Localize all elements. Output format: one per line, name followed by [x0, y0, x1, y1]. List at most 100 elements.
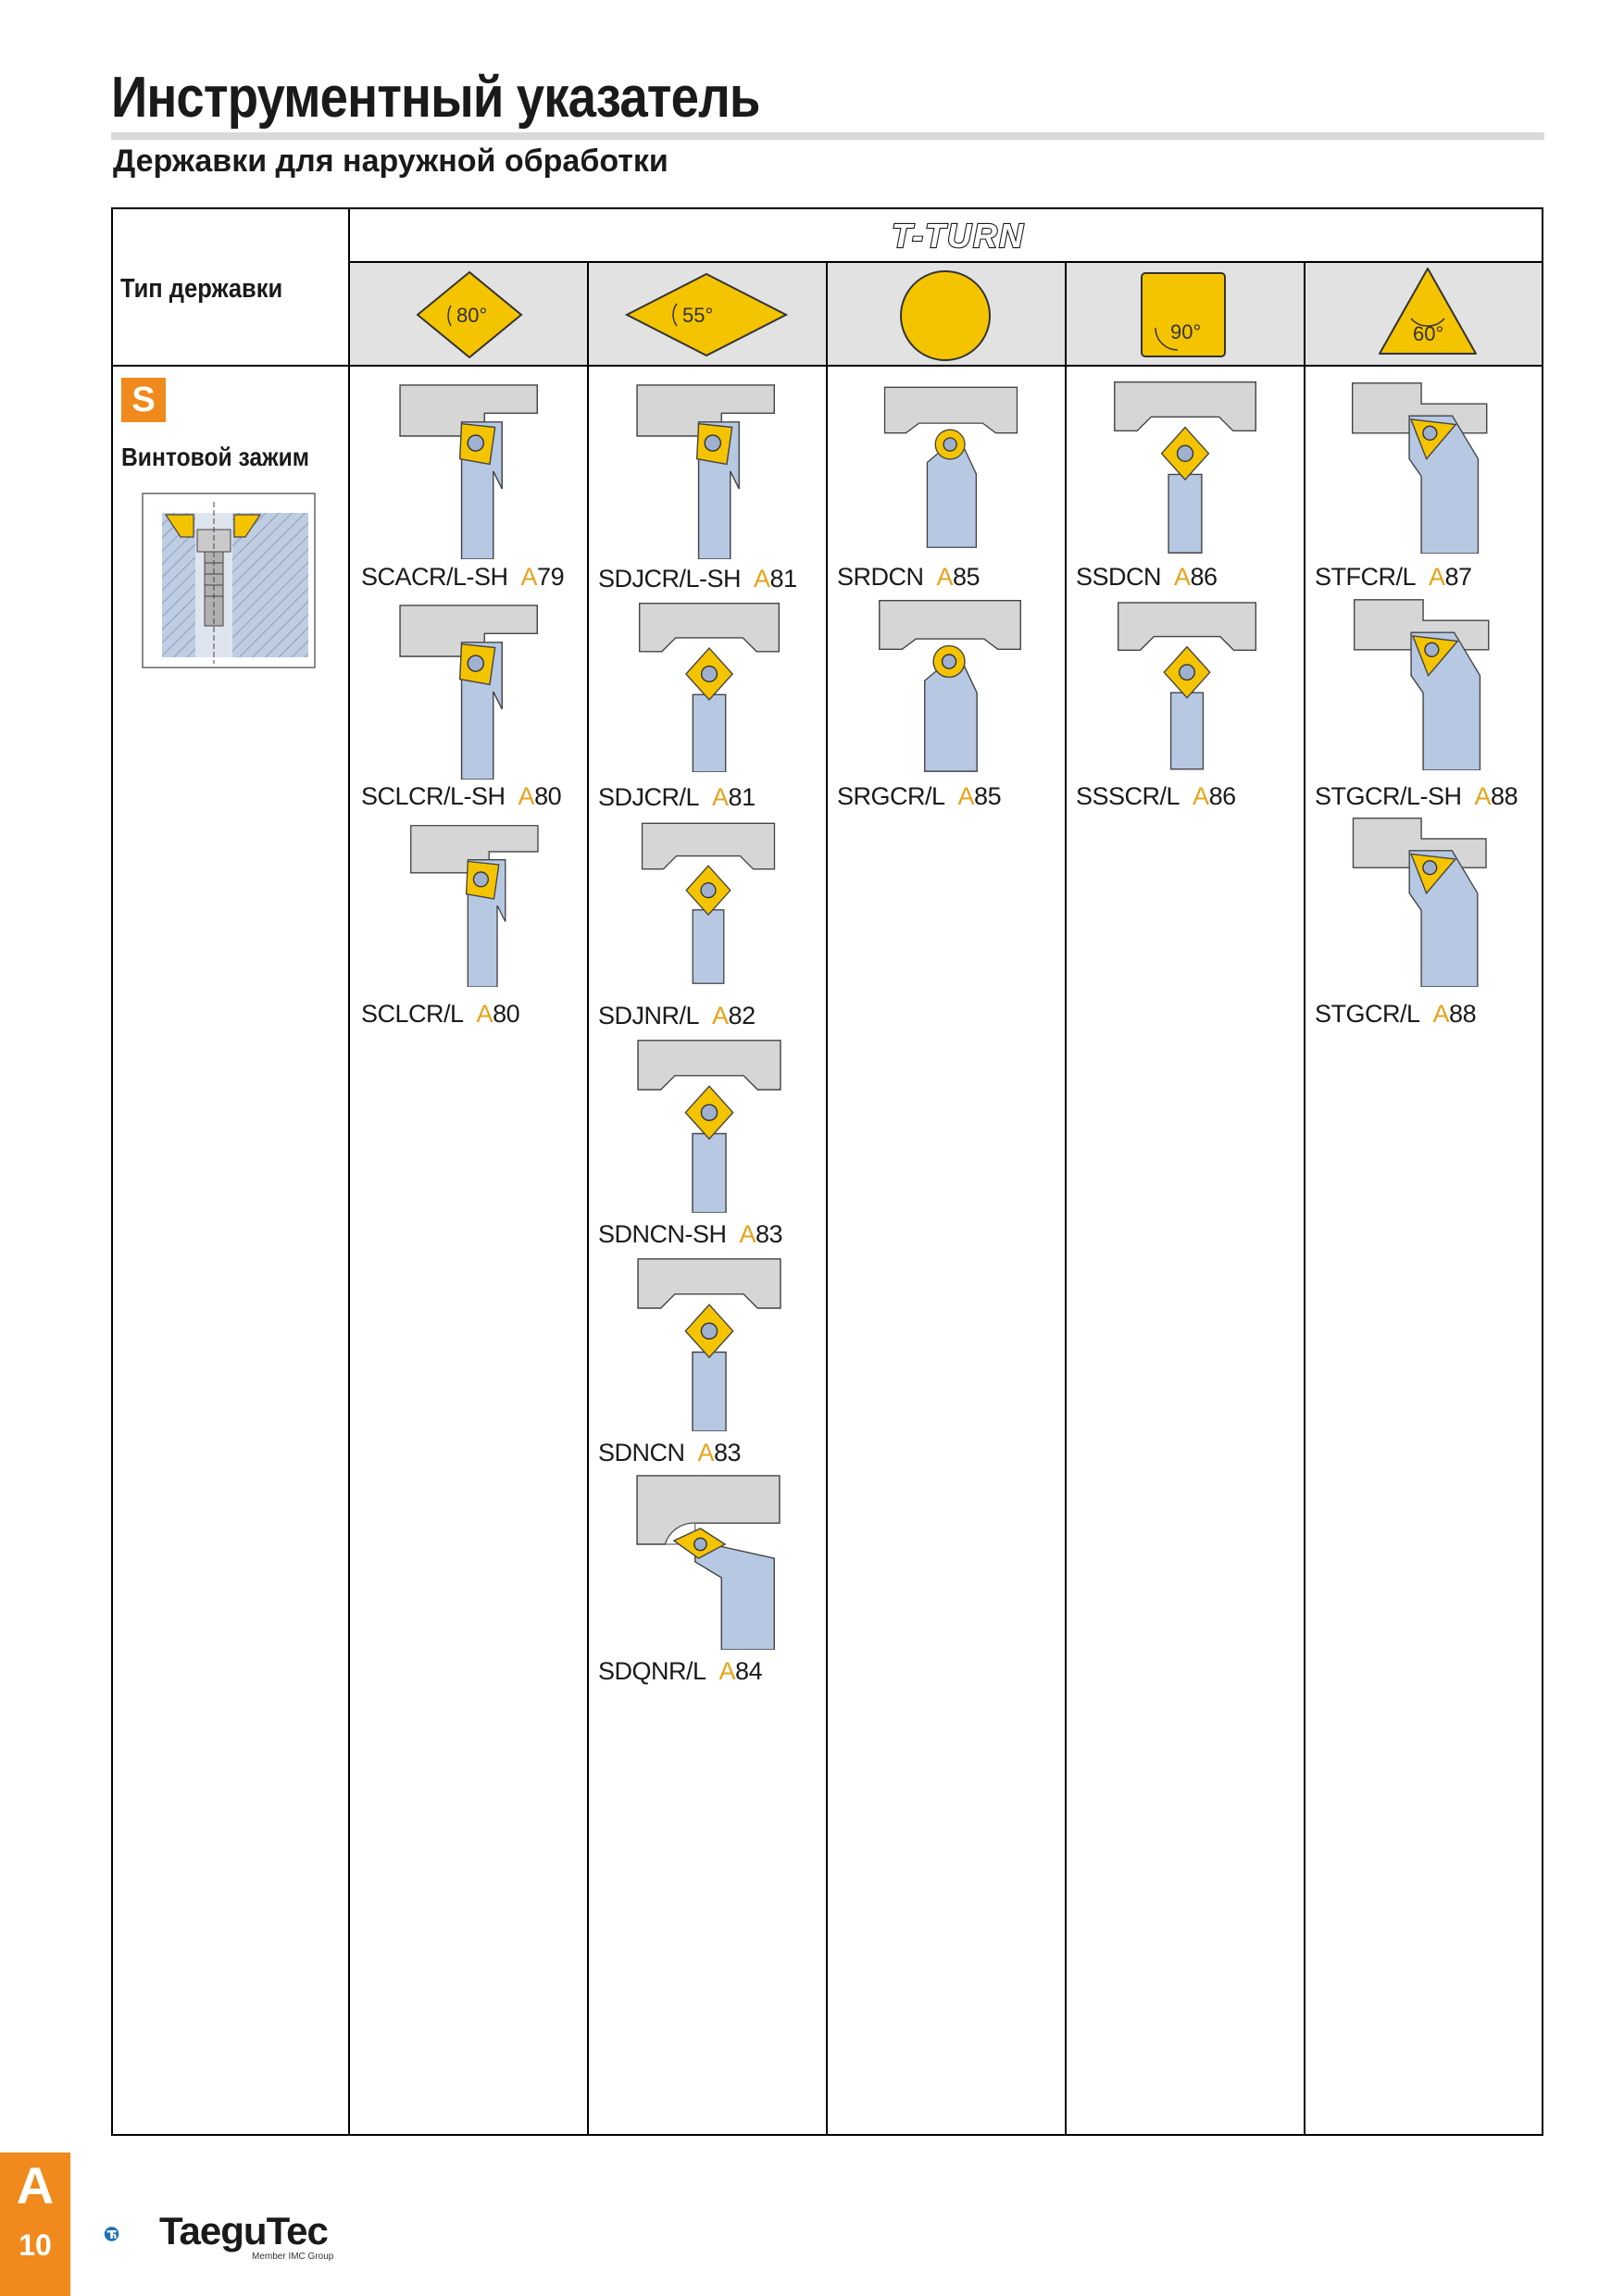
page-subtitle: Державки для наружной обработки — [113, 144, 668, 179]
col-divider-3 — [1065, 263, 1067, 2136]
tool-image-sdjcr — [635, 600, 783, 772]
tool-code-ssdcn[interactable]: SSDCN A86 — [1076, 563, 1218, 592]
page-ref-letter: A — [712, 1002, 729, 1029]
page-ref-letter: A — [520, 563, 538, 591]
page-ref-number: 88 — [1449, 1000, 1477, 1028]
clamp-label: Винтовой зажим — [121, 443, 309, 471]
angle-label: 60° — [1413, 322, 1443, 345]
tool-image-stfcr — [1348, 381, 1496, 554]
row-divider-brand — [348, 261, 1543, 263]
brand-text: T-TURN — [892, 217, 1025, 255]
tool-image-stgcr-sh — [1343, 598, 1505, 770]
t-turn-logo: T-TURN — [891, 216, 1025, 256]
page-ref-number: 86 — [1190, 563, 1218, 591]
tool-image-srdcn — [881, 378, 1020, 554]
code-text: STFCR/L — [1315, 563, 1417, 591]
page-title: Инструментный указатель — [111, 66, 760, 130]
page-ref-number: 82 — [728, 1002, 756, 1029]
page-ref-letter: A — [739, 1220, 756, 1248]
page-ref-letter: A — [518, 782, 535, 810]
page-ref-number: 79 — [537, 563, 565, 591]
tool-code-sdncn[interactable]: SDNCN A83 — [598, 1439, 742, 1467]
tool-image-stgcr — [1348, 817, 1496, 987]
screw-clamp-diagram — [142, 493, 316, 668]
holder-type-label: Тип державки — [120, 274, 283, 304]
page-ref-letter: A — [1193, 782, 1209, 810]
page-ref-letter: A — [697, 1439, 715, 1466]
code-text: SDNCN — [598, 1439, 685, 1466]
code-text: SDJCR/L-SH — [598, 565, 742, 593]
code-text: SDJCR/L — [598, 783, 700, 811]
tool-image-scacr — [393, 383, 550, 559]
page-ref-number: 84 — [735, 1657, 763, 1685]
section-letter: A — [16, 2156, 55, 2215]
col-divider-2 — [826, 263, 828, 2136]
page-ref-number: 83 — [756, 1220, 783, 1248]
insert-shape-square-90: 90° — [1141, 272, 1226, 357]
tool-image-sdncn — [628, 1255, 791, 1431]
page-ref-number: 80 — [534, 782, 562, 810]
code-text: SDJNR/L — [598, 1002, 700, 1029]
brand-header-band — [350, 209, 1542, 262]
code-text: SDQNR/L — [598, 1657, 706, 1685]
page-ref-number: 83 — [714, 1439, 742, 1466]
code-text: SCACR/L-SH — [361, 563, 508, 591]
tool-code-stfcr[interactable]: STFCR/L A87 — [1315, 563, 1472, 592]
tool-code-sdjcr[interactable]: SDJCR/L A81 — [598, 783, 756, 812]
code-text: STGCR/L-SH — [1315, 782, 1462, 810]
section-tab: A 10 — [0, 2152, 70, 2296]
title-divider — [111, 132, 1544, 140]
tool-image-sdqnr — [630, 1474, 787, 1650]
clamp-badge: S — [121, 378, 166, 422]
tool-image-srgcr — [876, 596, 1024, 772]
code-text: SCLCR/L — [361, 1000, 464, 1028]
code-text: SRGCR/L — [837, 782, 945, 810]
page-ref-letter: A — [1174, 563, 1191, 591]
col-divider-1 — [587, 263, 589, 2136]
tool-image-sclcr-sh — [393, 604, 550, 780]
page-ref-number: 85 — [953, 563, 981, 591]
page-ref-letter: A — [1432, 1000, 1450, 1028]
page-ref-number: 87 — [1444, 563, 1473, 591]
page-ref-number: 80 — [493, 1000, 520, 1028]
angle-label: 80° — [456, 304, 487, 327]
page-ref-letter: A — [712, 783, 729, 811]
tool-image-ssscr — [1115, 596, 1259, 772]
angle-label: 55° — [682, 304, 713, 327]
page-ref-letter: A — [957, 782, 975, 810]
insert-shape-triangle-60: 60° — [1379, 268, 1477, 355]
page-ref-letter: A — [718, 1657, 736, 1685]
tool-image-sdjcr-sh — [630, 383, 787, 559]
tool-image-sclcr — [407, 824, 546, 987]
tool-code-scacr-sh[interactable]: SCACR/L-SH A79 — [361, 563, 565, 592]
page-ref-number: 81 — [728, 783, 756, 811]
tool-image-sdjnr — [639, 818, 778, 985]
code-text: SSDCN — [1076, 563, 1162, 591]
logo-tagline: Member IMC Group — [252, 2252, 334, 2262]
tool-code-sdjnr[interactable]: SDJNR/L A82 — [598, 1002, 756, 1030]
insert-shape-rhombic-80: 80° — [416, 270, 523, 359]
insert-shape-rhombic-55: 55° — [624, 272, 789, 357]
row-divider-shapes — [111, 365, 1543, 367]
taegutec-logo-icon — [104, 2227, 119, 2241]
page-ref-letter: A — [754, 565, 770, 593]
angle-label: 90° — [1170, 320, 1201, 343]
page-ref-number: 86 — [1208, 782, 1237, 810]
insert-shape-round — [900, 270, 991, 361]
page-ref-letter: A — [1429, 563, 1445, 591]
tool-image-sdncn-sh — [628, 1037, 791, 1213]
code-text: STGCR/L — [1315, 1000, 1420, 1028]
tool-code-srgcr[interactable]: SRGCR/L A85 — [837, 782, 1002, 811]
page-ref-number: 85 — [974, 782, 1002, 810]
tool-code-stgcr[interactable]: STGCR/L A88 — [1315, 1000, 1477, 1029]
tool-code-sdqnr[interactable]: SDQNR/L A84 — [598, 1657, 763, 1686]
page-ref-number: 88 — [1491, 782, 1518, 810]
col-divider-0 — [348, 207, 350, 2136]
